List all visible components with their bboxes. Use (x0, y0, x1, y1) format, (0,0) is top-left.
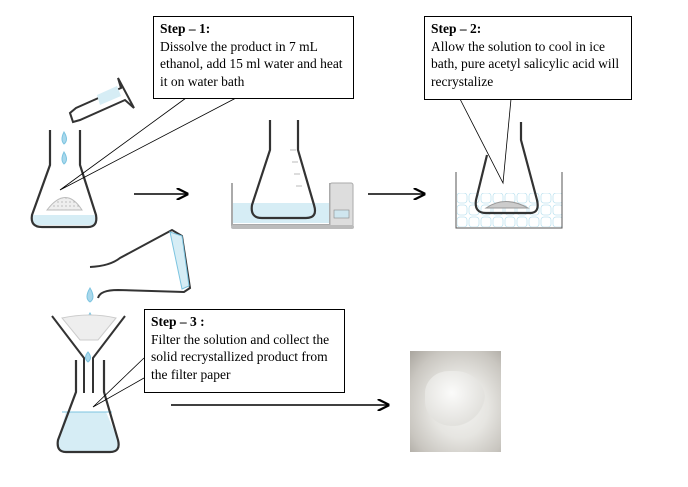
step-1-title: Step – 1: (160, 21, 211, 36)
pouring-flask-icon (89, 228, 192, 299)
graduated-cylinder-icon (68, 77, 135, 124)
step-3-title: Step – 3 : (151, 314, 205, 329)
erlenmeyer-flask-icon (30, 130, 98, 229)
step-1-callout: Step – 1: Dissolve the product in 7 mL e… (153, 16, 354, 99)
erlenmeyer-flask-icon (56, 360, 120, 454)
recrystallized-product-photo (410, 351, 501, 452)
water-bath-icon (231, 182, 354, 229)
funnel-icon (51, 314, 126, 393)
callout-pointer (459, 98, 512, 185)
step-2-text: Allow the solution to cool in ice bath, … (431, 38, 620, 89)
erlenmeyer-flask-icon (250, 120, 317, 220)
step-3-text: Filter the solution and collect the soli… (151, 331, 330, 382)
step-1-text: Dissolve the product in 7 mL ethanol, ad… (160, 38, 343, 89)
callout-pointer (92, 357, 145, 408)
callout-pointer (59, 97, 237, 191)
ice-bath-icon (455, 122, 563, 229)
step-2-callout: Step – 2: Allow the solution to cool in … (424, 16, 632, 100)
step-3-callout: Step – 3 : Filter the solution and colle… (144, 309, 345, 393)
step-2-title: Step – 2: (431, 21, 482, 36)
liquid-drop-icon (61, 130, 67, 165)
